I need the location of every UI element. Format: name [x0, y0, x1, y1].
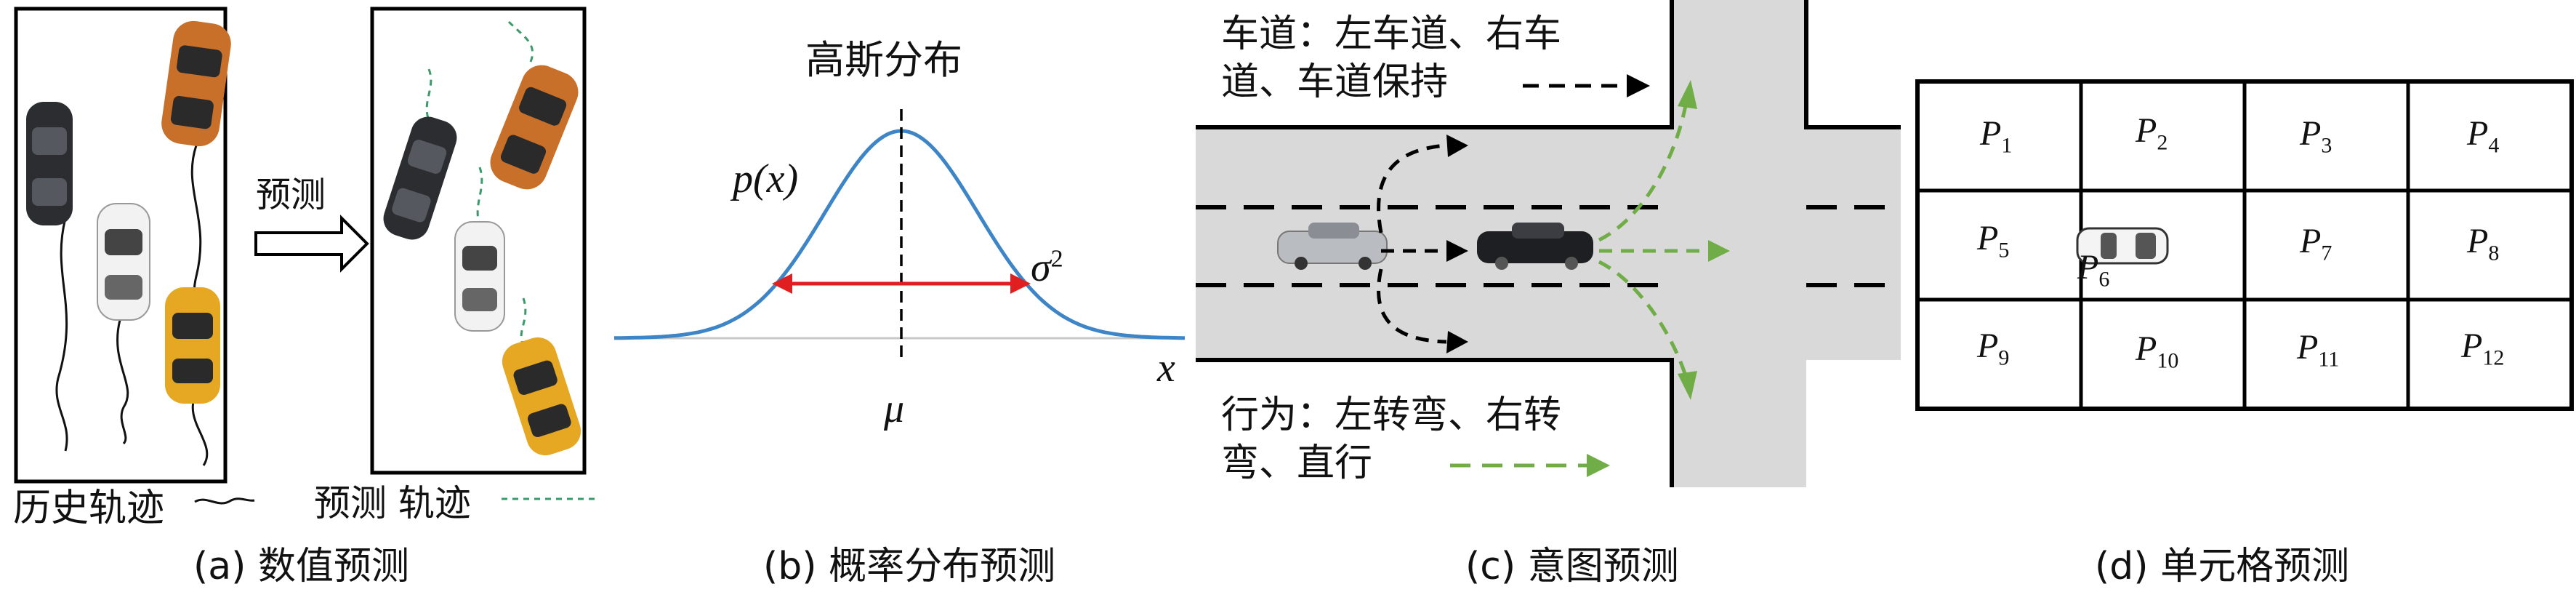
gaussian-curve: [613, 129, 1185, 340]
right-turn-arrow: [1598, 260, 1689, 379]
predicted-trajectory: [520, 297, 527, 346]
car-icon: [502, 337, 581, 456]
predicted-trajectory: [425, 68, 432, 121]
curb-lower-left: [1196, 358, 1674, 487]
gaussian-title: 高斯分布: [805, 37, 962, 83]
caption-c: (c) 意图预测: [1465, 545, 1679, 588]
car-icon: [383, 116, 457, 240]
prediction-frame: [370, 7, 587, 475]
history-trajectory-legend: 历史轨迹: [13, 487, 165, 530]
predicted-trajectory-legend: 预测 轨迹: [314, 482, 471, 524]
arrow-head: [1627, 74, 1650, 97]
arrow-head: [1587, 454, 1610, 477]
car-icon: [1477, 223, 1593, 270]
car-icon: [454, 221, 505, 332]
intersection-diagram: [1192, 0, 1904, 531]
x-axis-label: x: [1157, 345, 1175, 391]
road-vertical: [1672, 0, 1806, 487]
car-icon: [26, 102, 73, 225]
grid-diagram: [1915, 79, 2574, 411]
predict-arrow-label: 预测: [256, 175, 326, 215]
grid-cell-label: P7: [2300, 222, 2333, 265]
car-icon: [1277, 223, 1388, 270]
car-icon: [165, 287, 220, 404]
car-icon: [97, 203, 150, 321]
px-label: p(x): [733, 156, 799, 201]
grid-cell-label: P8: [2467, 222, 2500, 265]
behavior-intent-text: 行为：左转弯、右转 弯、直行: [1221, 393, 1562, 485]
grid-cell-label: P10: [2136, 329, 2179, 373]
arrow-head: [1446, 240, 1468, 262]
sigma-label: σ2: [1031, 245, 1063, 290]
history-trajectory: [116, 319, 129, 445]
history-legend-line: [194, 497, 255, 505]
sigma-arrow-head-left: [772, 273, 792, 294]
car-icon: [490, 65, 579, 190]
grid-cell-label: P11: [2297, 328, 2340, 372]
curb-upper-right: [1804, 0, 1901, 129]
curb-upper-left: [1196, 0, 1674, 129]
caption-d: (d) 单元格预测: [2095, 545, 2350, 588]
car-icon: [161, 20, 231, 147]
grid-cell-label: P2: [2136, 111, 2168, 155]
car-icon: [2076, 227, 2169, 265]
grid-cell-label: P1: [1980, 114, 2013, 158]
predict-arrow: [254, 215, 369, 273]
panel-a-graphic: [14, 7, 596, 505]
grid-cell-label: P12: [2461, 327, 2505, 370]
mu-label: μ: [884, 386, 905, 431]
arrow-head: [1708, 240, 1730, 262]
arrow-head: [1446, 331, 1468, 353]
grid-cell-label: P5: [1977, 219, 2010, 263]
gaussian-chart: [613, 109, 1185, 364]
lane-intent-text: 车道：左车道、右车 道、车道保持: [1221, 12, 1562, 104]
history-frame: [14, 7, 228, 484]
caption-a: (a) 数值预测: [193, 545, 409, 588]
caption-b: (b) 概率分布预测: [763, 545, 1056, 588]
grid-cell-label: P3: [2300, 114, 2333, 158]
sigma-arrow-head-right: [1010, 273, 1031, 294]
lane-change-arrow: [1377, 143, 1447, 233]
grid-cell-label: P9: [1977, 327, 2010, 370]
grid-cell-label: P6: [2077, 248, 2110, 292]
arrow-head: [1446, 135, 1468, 157]
arrow-head: [1678, 371, 1697, 400]
predicted-trajectory: [507, 20, 534, 63]
arrow-head: [1678, 80, 1697, 109]
grid-cell-label: P4: [2467, 114, 2500, 158]
history-trajectory: [55, 217, 68, 452]
predicted-trajectory: [476, 167, 483, 226]
